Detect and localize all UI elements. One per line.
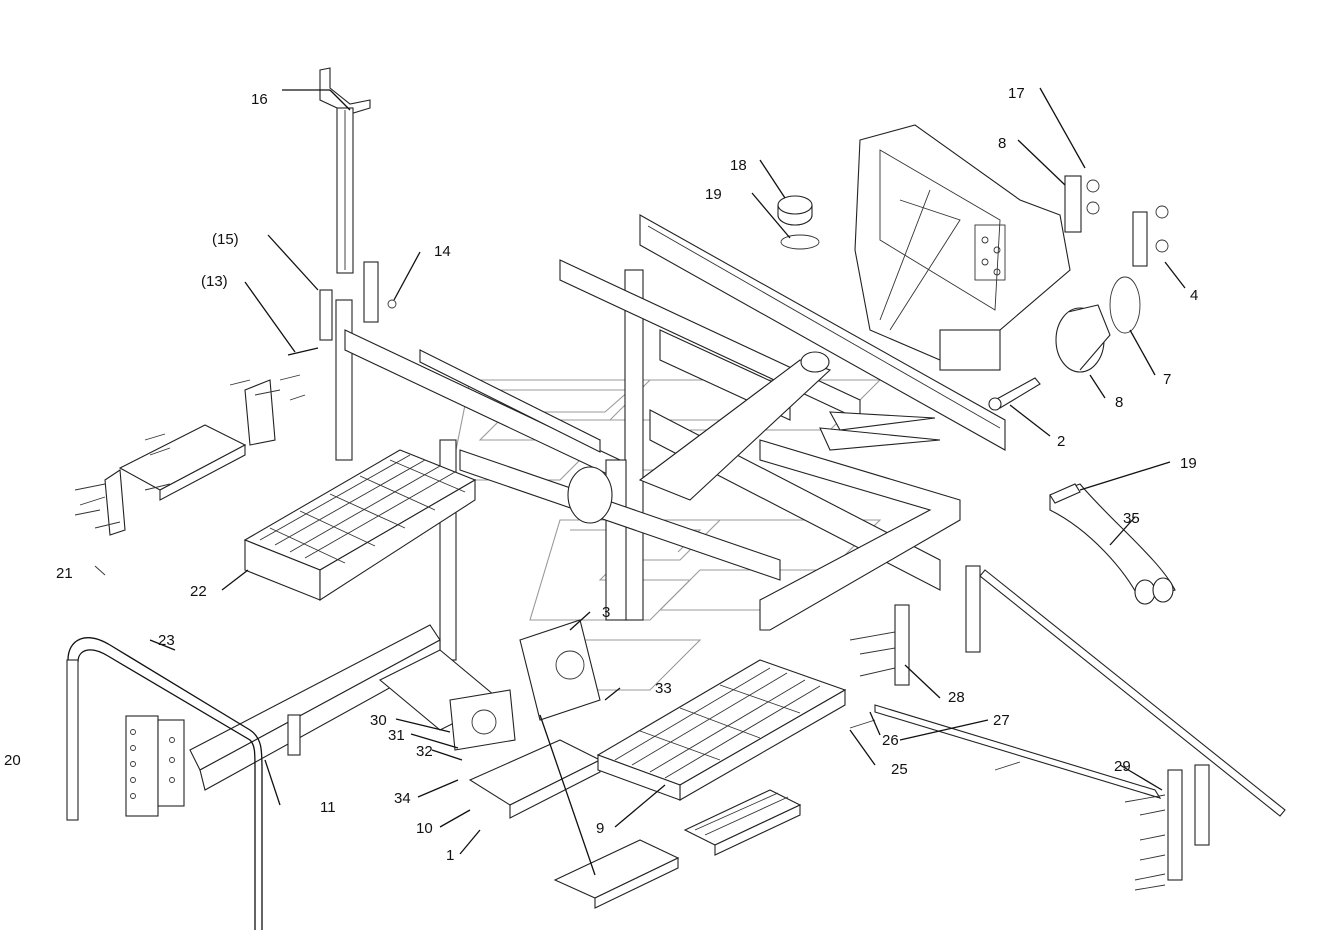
left-mount-bracket bbox=[74, 374, 306, 576]
strut-assemblies bbox=[849, 565, 1286, 891]
callout-26: 26 bbox=[882, 732, 899, 749]
callout-35: 35 bbox=[1123, 510, 1140, 527]
callout-labels: 16 (15) (13) 14 18 19 17 8 4 7 8 2 19 35… bbox=[4, 85, 1198, 864]
callout-8-bottom: 8 bbox=[1115, 394, 1123, 411]
upper-step-platform bbox=[243, 449, 477, 602]
callout-16: 16 bbox=[251, 91, 268, 108]
callout-34: 34 bbox=[394, 790, 411, 807]
callout-25: 25 bbox=[891, 761, 908, 778]
callout-8-top: 8 bbox=[998, 135, 1006, 152]
lower-step-platform bbox=[553, 659, 847, 909]
callout-31: 31 bbox=[388, 727, 405, 744]
lower-middle-brackets bbox=[379, 619, 602, 819]
callout-22: 22 bbox=[190, 583, 207, 600]
cap-and-circlip bbox=[777, 195, 820, 250]
callout-9: 9 bbox=[596, 820, 604, 837]
vertical-post-assembly bbox=[287, 67, 397, 461]
callout-29: 29 bbox=[1114, 758, 1131, 775]
callout-21: 21 bbox=[56, 565, 73, 582]
callout-13: (13) bbox=[201, 273, 228, 290]
callout-19-top: 19 bbox=[705, 186, 722, 203]
small-step-upper bbox=[118, 424, 247, 501]
callout-4: 4 bbox=[1190, 287, 1198, 304]
callout-3: 3 bbox=[602, 604, 610, 621]
callout-28: 28 bbox=[948, 689, 965, 706]
callout-11: 11 bbox=[320, 799, 336, 816]
callout-32: 32 bbox=[416, 743, 433, 760]
callout-17: 17 bbox=[1008, 85, 1025, 102]
callout-30: 30 bbox=[370, 712, 387, 729]
leader-lines bbox=[149, 87, 1186, 876]
callout-20: 20 bbox=[4, 752, 21, 769]
lower-beam-and-mount bbox=[66, 624, 441, 930]
callout-19-right: 19 bbox=[1180, 455, 1197, 472]
callout-18: 18 bbox=[730, 157, 747, 174]
callout-27: 27 bbox=[993, 712, 1010, 729]
callout-10: 10 bbox=[416, 820, 433, 837]
callout-7: 7 bbox=[1163, 371, 1171, 388]
callout-1: 1 bbox=[446, 847, 454, 864]
right-bracket-frame bbox=[854, 124, 1169, 411]
callout-23: 23 bbox=[158, 632, 175, 649]
main-frame bbox=[344, 214, 1006, 661]
callout-15: (15) bbox=[212, 231, 239, 248]
callout-33: 33 bbox=[655, 680, 672, 697]
callout-2: 2 bbox=[1057, 433, 1065, 450]
hose-part bbox=[1049, 483, 1176, 605]
callout-14: 14 bbox=[434, 243, 451, 260]
